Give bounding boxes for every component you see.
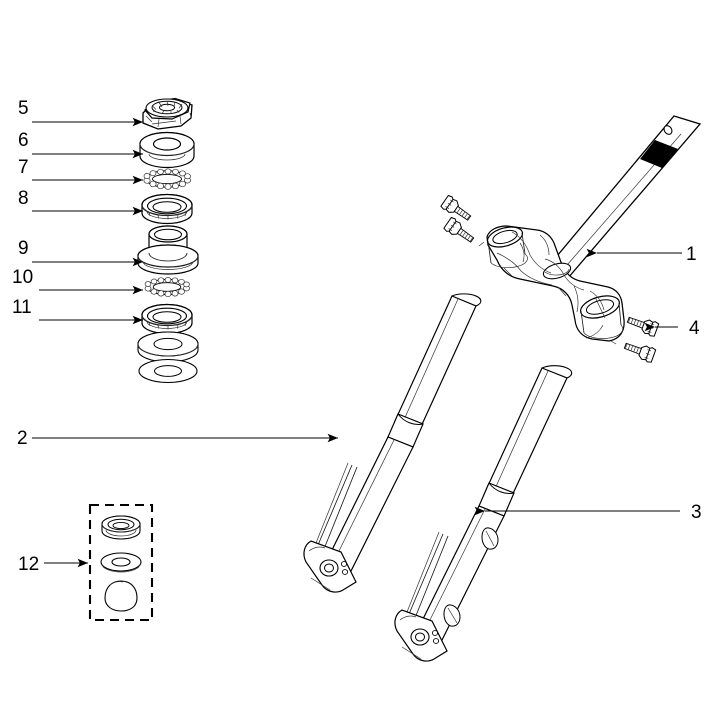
part-lower-bearing-dust-seal-cone	[137, 225, 199, 275]
black-identification-band	[640, 140, 678, 168]
part-flat-washer-upper	[137, 331, 199, 363]
callout-number-6: 6	[18, 130, 29, 151]
kit-item-fork-oil-seal	[101, 515, 141, 540]
part-flat-washer-lower	[138, 358, 198, 384]
part-fork-clamp-bolt-upper-1	[440, 194, 472, 221]
kit-item-dust-cap	[104, 580, 138, 612]
callout-number-1: 1	[686, 244, 697, 265]
callout-number-3: 3	[691, 502, 702, 523]
part-front-fork-leg-right	[394, 365, 573, 662]
part-upper-ball-bearing-cage	[143, 168, 191, 190]
part-steering-stem-with-upper-bracket	[478, 115, 702, 345]
part-upper-outer-race	[141, 193, 193, 225]
part-fork-seal-kit	[88, 503, 154, 622]
callout-leaders	[32, 117, 682, 568]
callout-number-9: 9	[18, 238, 29, 259]
fork-seal-kit-box	[88, 503, 154, 622]
part-upper-bearing-cover-race	[139, 131, 195, 169]
callout-numbers: 5 6 7 8 9 10 11 2 12 1 4 3	[12, 98, 702, 575]
kit-item-seal-washer	[100, 552, 142, 573]
callout-number-12: 12	[18, 554, 39, 575]
callout-number-4: 4	[689, 318, 700, 339]
callout-number-5: 5	[18, 98, 29, 119]
part-lower-ball-bearing-cage	[144, 277, 190, 298]
callout-number-11: 11	[12, 297, 32, 318]
part-fork-clamp-bolt-upper-2	[443, 216, 475, 243]
part-front-fork-leg-left	[303, 293, 482, 593]
part-steering-stem-lock-nut	[142, 97, 193, 130]
callout-number-7: 7	[18, 157, 29, 178]
callout-number-2: 2	[17, 428, 28, 449]
part-fork-clamp-bolt-lower-2	[623, 342, 657, 363]
part-lower-outer-race	[141, 303, 193, 335]
callout-number-8: 8	[18, 188, 29, 209]
callout-number-10: 10	[12, 267, 33, 288]
